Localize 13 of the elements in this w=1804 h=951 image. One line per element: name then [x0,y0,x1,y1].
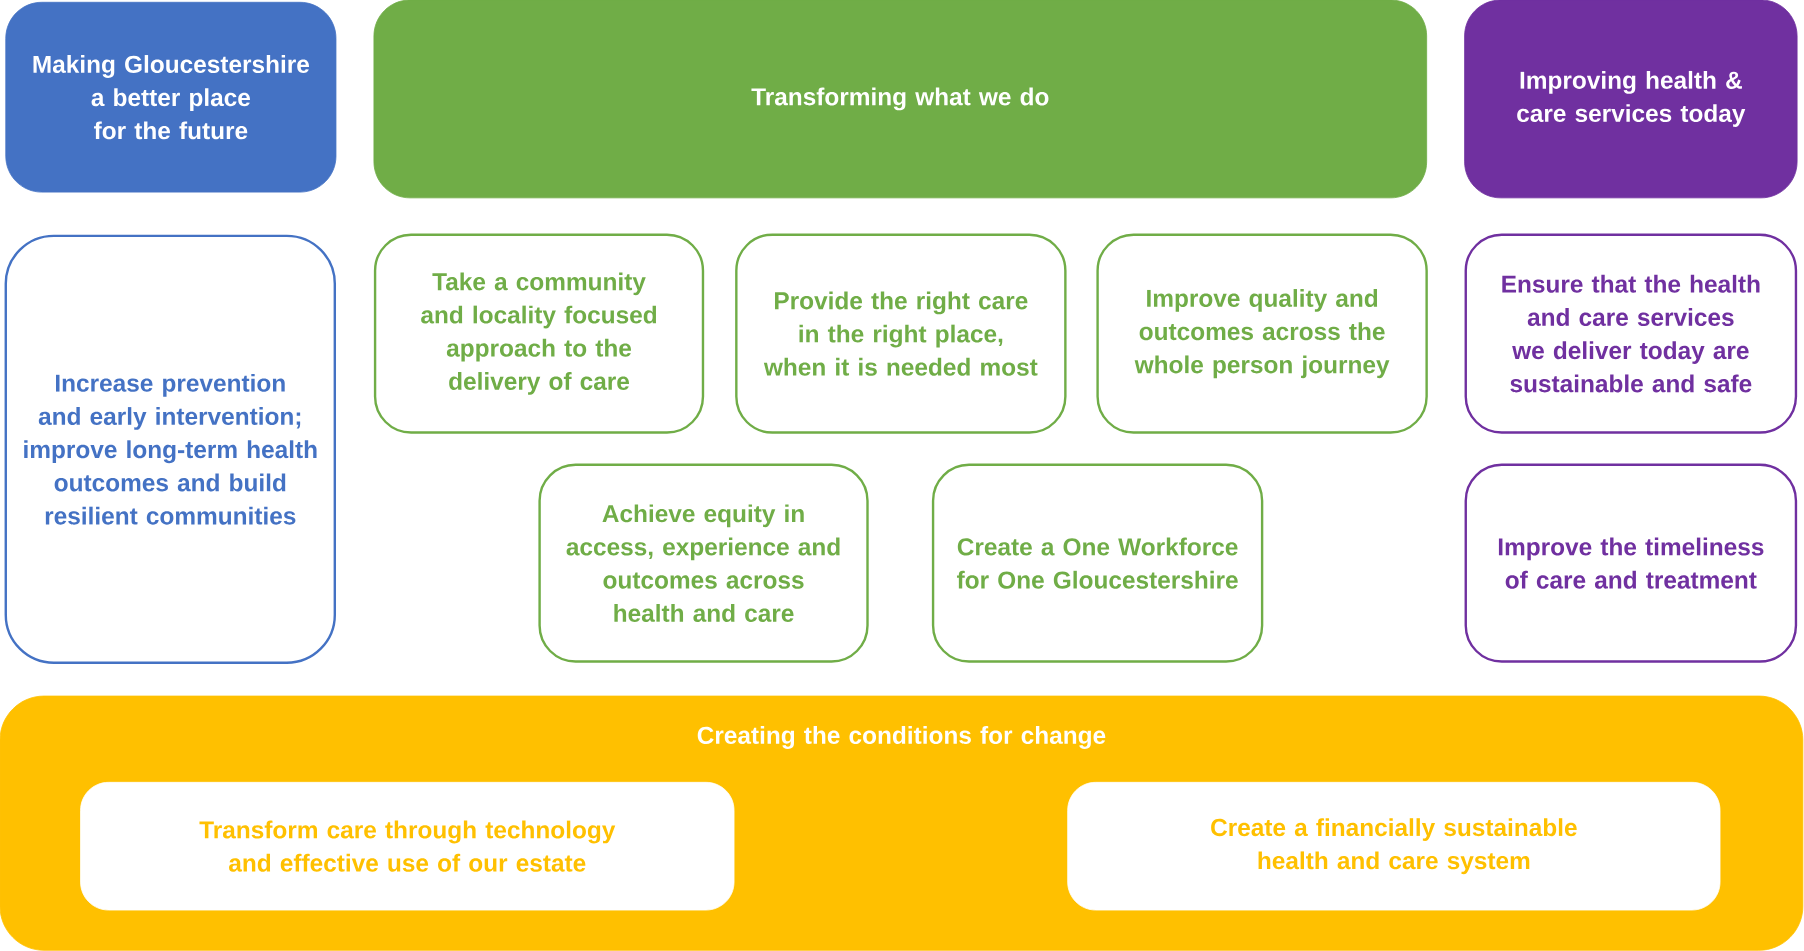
goal-box: Achieve equity in access, experience and outcomes across health and care [538,463,869,663]
goal-box: Create a One Workforce for One Gloucestershire [931,463,1264,663]
goal-box: Provide the right care in the right place, when it is needed most [735,233,1067,434]
heading-box: Transforming what we do [373,0,1428,199]
goal-box: Improve quality and outcomes across the whole person journey [1096,233,1428,434]
goal-box: Ensure that the health and care services we deliver today are sustainable and safe [1464,233,1798,434]
enabler-box: Create a financially sustainable health and care system [1067,781,1721,911]
heading-box: Improving health & care services today [1464,0,1798,199]
enabler-box: Transform care through technology and effective use of our estate [80,781,735,911]
goal-box: Increase prevention and early intervention; improve long-term health outcomes and build resilient communities [4,234,336,664]
goal-box: Improve the timeliness of care and treatment [1464,463,1798,663]
goal-box: Take a community and locality focused approach to the delivery of care [373,233,705,434]
heading-box: Making Gloucestershire a better place for the future [5,1,337,193]
